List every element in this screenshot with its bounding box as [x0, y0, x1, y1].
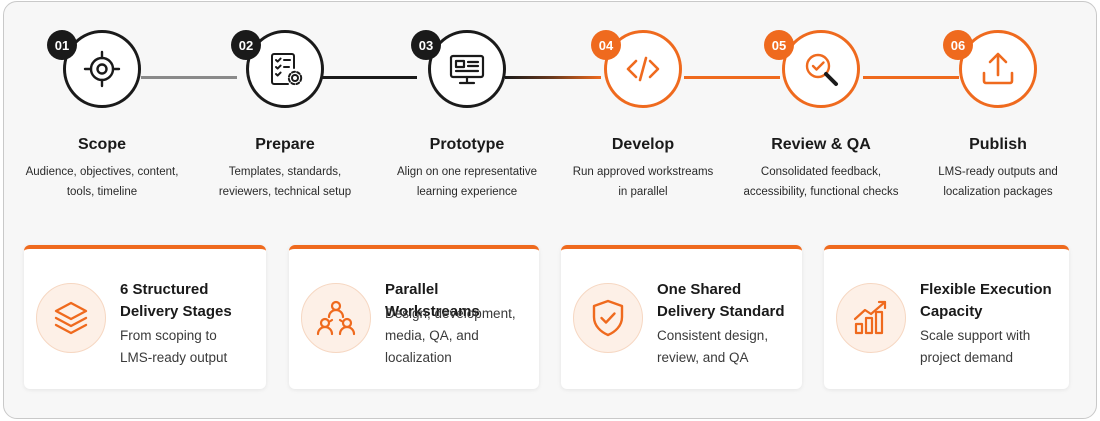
step-description: Audience, objectives, content, tools, ti…: [25, 166, 179, 198]
connector-05-06: [863, 76, 959, 79]
feature-card-execution-capacity: Flexible Execution Capacity Scale suppor…: [824, 245, 1069, 389]
card-title: Flexible Execution Capacity: [920, 281, 1052, 320]
step-circle: [428, 30, 506, 108]
step-number-badge: 03: [411, 30, 441, 60]
team-icon: [316, 300, 356, 336]
code-icon: [626, 56, 660, 82]
card-title: Parallel Workstreams: [385, 281, 480, 320]
step-circle: [782, 30, 860, 108]
card-icon-circle: [36, 283, 106, 353]
feature-card-delivery-standard: One Shared Delivery Standard Consistent …: [561, 245, 802, 389]
connector-04-05: [684, 76, 780, 79]
card-title: 6 Structured Delivery Stages: [120, 281, 232, 320]
step-title: Develop: [611, 136, 675, 153]
feature-card-parallel-workstreams: Parallel Workstreams Design, development…: [289, 245, 539, 389]
card-icon-circle: [836, 283, 906, 353]
layers-icon: [54, 301, 88, 335]
step-title: Publish: [969, 136, 1027, 153]
step-title: Prepare: [255, 136, 315, 153]
connector-02-03: [321, 76, 417, 79]
connector-03-04: [505, 76, 601, 79]
connector-01-02: [141, 76, 237, 79]
step-number-badge: 01: [47, 30, 77, 60]
step-description: Run approved workstreams in parallel: [572, 166, 714, 198]
card-icon-circle: [301, 283, 371, 353]
step-number-badge: 04: [591, 30, 621, 60]
card-title: One Shared Delivery Standard: [657, 281, 785, 320]
upload-icon: [982, 52, 1014, 85]
step-number-badge: 02: [231, 30, 261, 60]
step-description: Consolidated feedback, accessibility, fu…: [743, 166, 899, 198]
step-number-badge: 06: [943, 30, 973, 60]
step-title: Prototype: [429, 136, 505, 153]
card-description: Consistent design, review, and QA: [657, 328, 769, 365]
card-icon-circle: [573, 283, 643, 353]
card-description: From scoping to LMS-ready output: [120, 328, 228, 365]
card-description: Design, development, media, QA, and loca…: [385, 306, 516, 365]
step-title: Scope: [77, 136, 126, 153]
step-title: Review & QA: [771, 136, 871, 153]
card-description: Scale support with project demand: [920, 328, 1031, 365]
step-circle: [604, 30, 682, 108]
monitor-icon: [449, 54, 485, 85]
target-icon: [83, 50, 121, 88]
step-description: LMS-ready outputs and localization packa…: [938, 166, 1058, 198]
step-number-badge: 05: [764, 30, 794, 60]
growth-chart-icon: [853, 300, 887, 335]
magnifier-check-icon: [805, 53, 838, 86]
checklist-gear-icon: [271, 53, 303, 86]
step-description: Align on one representative learning exp…: [396, 166, 537, 198]
step-description: Templates, standards, reviewers, technic…: [218, 166, 352, 198]
shield-check-icon: [592, 299, 624, 337]
feature-card-delivery-stages: 6 Structured Delivery Stages From scopin…: [24, 245, 266, 389]
